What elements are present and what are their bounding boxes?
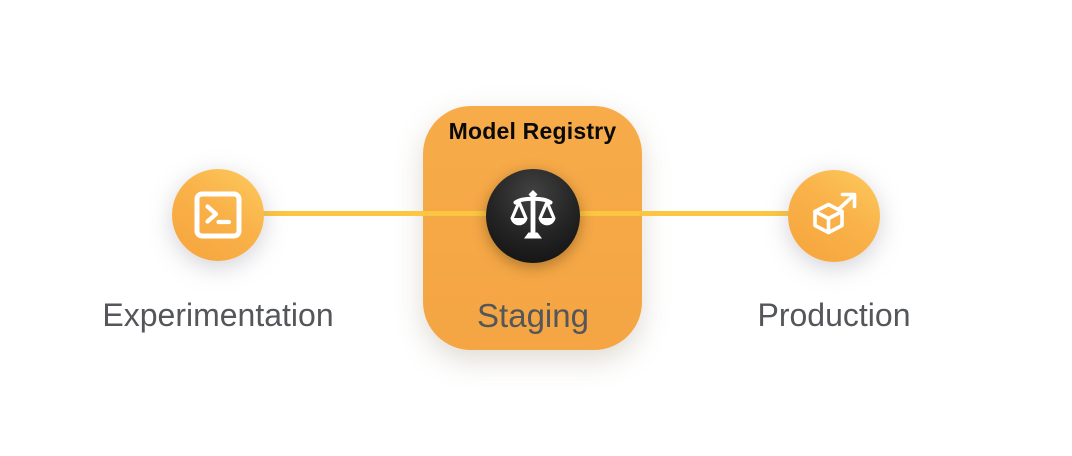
model-registry-title: Model Registry bbox=[448, 118, 617, 144]
label-experimentation: Experimentation bbox=[102, 297, 334, 333]
cube-arrow-icon bbox=[808, 190, 860, 242]
node-production bbox=[788, 170, 880, 262]
node-experimentation bbox=[172, 169, 264, 261]
label-production: Production bbox=[757, 297, 911, 333]
scales-icon bbox=[509, 189, 557, 243]
label-staging: Staging bbox=[477, 297, 589, 334]
node-staging bbox=[486, 169, 580, 263]
terminal-icon bbox=[194, 191, 242, 239]
